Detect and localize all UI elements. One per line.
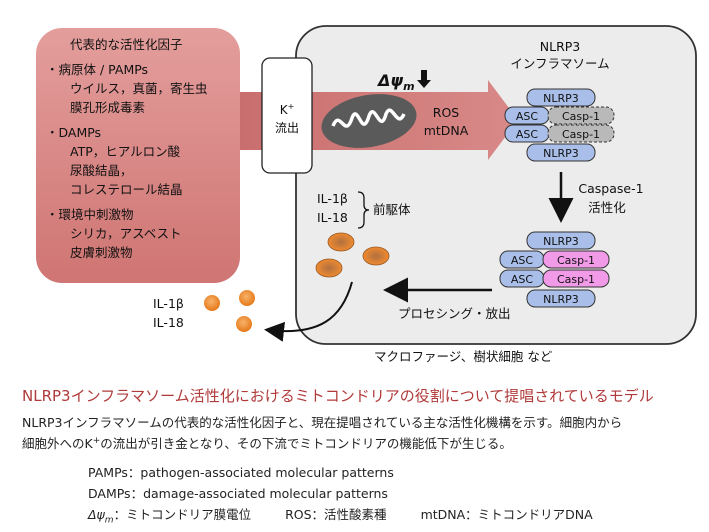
nlrp3-active-bottom <box>526 289 596 308</box>
asc-bottom-label: ASC <box>516 128 539 141</box>
released-cytokine <box>239 290 255 306</box>
precursor-il1b: IL-1β <box>317 191 348 206</box>
activator-box <box>36 28 240 283</box>
caspase-activation-label-1: Caspase-1 <box>578 181 643 196</box>
released-il18: IL-18 <box>153 315 184 330</box>
processing-label: プロセシング・放出 <box>398 306 511 321</box>
released-cytokines <box>204 290 255 332</box>
group-env-header: ・環境中刺激物 <box>46 207 134 222</box>
casp-inactive-bottom <box>547 124 615 143</box>
k-efflux-label: K+ <box>280 102 295 117</box>
down-arrow-icon <box>417 70 431 88</box>
abbr-damps: DAMPs：damage-associated molecular patter… <box>88 486 388 501</box>
casp-inactive-top <box>547 106 615 125</box>
mitochondrion-icon <box>321 94 417 148</box>
casp-inactive-top-label: Casp-1 <box>562 110 600 123</box>
abbr-dpsi: Δψm <box>88 507 114 526</box>
precursor-cytokine <box>327 232 355 252</box>
casp-active-top <box>542 250 610 269</box>
membrane-potential-label: Δψm <box>376 71 415 93</box>
brace-icon <box>357 191 370 229</box>
nlrp3-diagram: 代表的な活性化因子 ・病原体 / PAMPs ウイルス，真菌，寄生虫 膜孔形成毒… <box>36 25 697 364</box>
asc-active-top-label: ASC <box>511 254 534 267</box>
caption-title: NLRP3インフラマソーム活性化におけるミトコンドリアの役割について提唱されてい… <box>22 387 654 405</box>
caspase-activation-label-2: 活性化 <box>588 200 626 215</box>
group-damps-item-3: コレステロール結晶 <box>70 182 183 197</box>
inflammasome-title-2: インフラマソーム <box>510 56 609 71</box>
casp-inactive-bottom-label: Casp-1 <box>562 128 600 141</box>
nlrp3-active-bottom-label: NLRP3 <box>543 293 579 306</box>
precursor-cytokine <box>362 246 390 266</box>
abbr-dpsi-def: ：ミトコンドリア膜電位 <box>113 507 252 522</box>
precursor-il18: IL-18 <box>317 210 348 225</box>
inflammasome-active: NLRP3 ASC Casp-1 ASC Casp-1 NLRP3 <box>499 231 610 308</box>
precursor-cytokine <box>315 258 343 278</box>
asc-active-bottom-label: ASC <box>511 273 534 286</box>
caption-line-1: NLRP3インフラマソームの代表的な活性化因子と、現在提唱されている主な活性化機… <box>22 415 623 430</box>
activator-title: 代表的な活性化因子 <box>70 37 183 52</box>
group-pamps-item-2: 膜孔形成毒素 <box>70 100 145 115</box>
group-env-item-2: 皮膚刺激物 <box>70 245 133 260</box>
nlrp3-bottom <box>526 143 596 162</box>
abbreviation-list: PAMPs：pathogen-associated molecular patt… <box>88 462 593 532</box>
casp-active-bottom-label: Casp-1 <box>557 273 595 286</box>
k-efflux-box <box>261 57 313 174</box>
group-pamps-header: ・病原体 / PAMPs <box>46 62 148 77</box>
nlrp3-active-top <box>526 231 596 250</box>
ros-label: ROS <box>433 105 460 120</box>
cell-type-label: マクロファージ、樹状細胞 など <box>374 349 553 364</box>
abbr-ros: ROS：活性酸素種 <box>285 507 387 522</box>
casp-active-top-label: Casp-1 <box>557 254 595 267</box>
nlrp3-top-label: NLRP3 <box>543 92 579 105</box>
casp-active-bottom <box>542 269 610 288</box>
abbr-pamps: PAMPs：pathogen-associated molecular patt… <box>88 465 394 480</box>
caption-body: NLRP3インフラマソームの代表的な活性化因子と、現在提唱されている主な活性化機… <box>22 414 697 453</box>
precursor-label: 前駆体 <box>373 202 411 217</box>
inflammasome-title-1: NLRP3 <box>540 39 581 54</box>
nlrp3-active-top-label: NLRP3 <box>543 235 579 248</box>
k-efflux-label-2: 流出 <box>275 121 299 135</box>
nlrp3-bottom-label: NLRP3 <box>543 147 579 160</box>
inflammasome-inactive: NLRP3 ASC Casp-1 ASC Casp-1 NLRP3 <box>504 88 615 162</box>
mtdna-label: mtDNA <box>424 123 469 138</box>
abbr-row-3: Δψm：ミトコンドリア膜電位 ROS：活性酸素種 mtDNA：ミトコンドリアDNA <box>88 504 593 532</box>
released-cytokine <box>204 295 220 311</box>
precursor-cytokines <box>315 232 390 278</box>
group-pamps-item-1: ウイルス，真菌，寄生虫 <box>70 81 208 96</box>
release-arrow <box>264 281 353 342</box>
released-il1b: IL-1β <box>153 296 184 311</box>
abbr-mtdna: mtDNA：ミトコンドリアDNA <box>420 507 593 522</box>
group-env-item-1: シリカ，アスベスト <box>70 226 182 241</box>
group-damps-item-2: 尿酸結晶， <box>70 163 133 178</box>
caption-line-2: 細胞外へのK+の流出が引き金となり、その下流でミトコンドリアの機能低下が生じる。 <box>22 436 512 452</box>
group-damps-header: ・DAMPs <box>46 125 101 140</box>
released-cytokine <box>236 316 252 332</box>
group-damps-item-1: ATP，ヒアルロン酸 <box>70 144 181 159</box>
asc-top-label: ASC <box>516 110 539 123</box>
nlrp3-top <box>526 88 596 107</box>
